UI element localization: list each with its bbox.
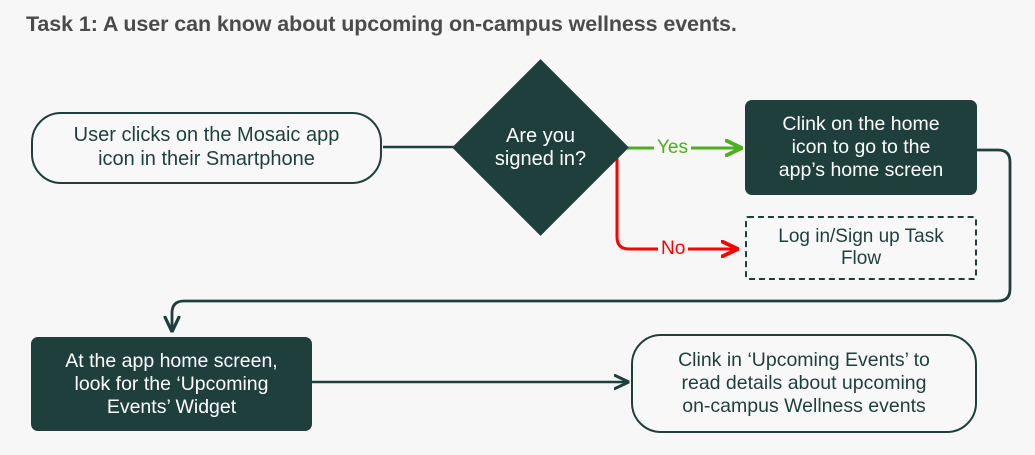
node-home-icon-label: Clink on the home icon to go to the app’…	[778, 113, 944, 181]
node-start[interactable]: User clicks on the Mosaic app icon in th…	[31, 112, 382, 184]
node-home-icon[interactable]: Clink on the home icon to go to the app’…	[745, 100, 977, 195]
node-details-label: Clink in ‘Upcoming Events’ to read detai…	[678, 349, 930, 417]
page-title: Task 1: A user can know about upcoming o…	[26, 12, 737, 36]
node-widget-label: At the app home screen, look for the ‘Up…	[65, 349, 278, 418]
node-widget[interactable]: At the app home screen, look for the ‘Up…	[31, 337, 312, 431]
node-start-label: User clicks on the Mosaic app icon in th…	[73, 124, 340, 170]
node-login-flow-label: Log in/Sign up Task Flow	[778, 225, 944, 269]
edge-decision-to-login-no	[615, 149, 737, 249]
edge-label-no: No	[658, 238, 689, 260]
node-decision-label: Are you signed in?	[494, 124, 587, 170]
edge-home-to-widget	[172, 148, 1012, 331]
node-login-flow[interactable]: Log in/Sign up Task Flow	[745, 216, 977, 280]
node-decision[interactable]: Are you signed in?	[452, 59, 629, 236]
node-details[interactable]: Clink in ‘Upcoming Events’ to read detai…	[631, 334, 977, 433]
edge-label-yes: Yes	[654, 137, 691, 159]
